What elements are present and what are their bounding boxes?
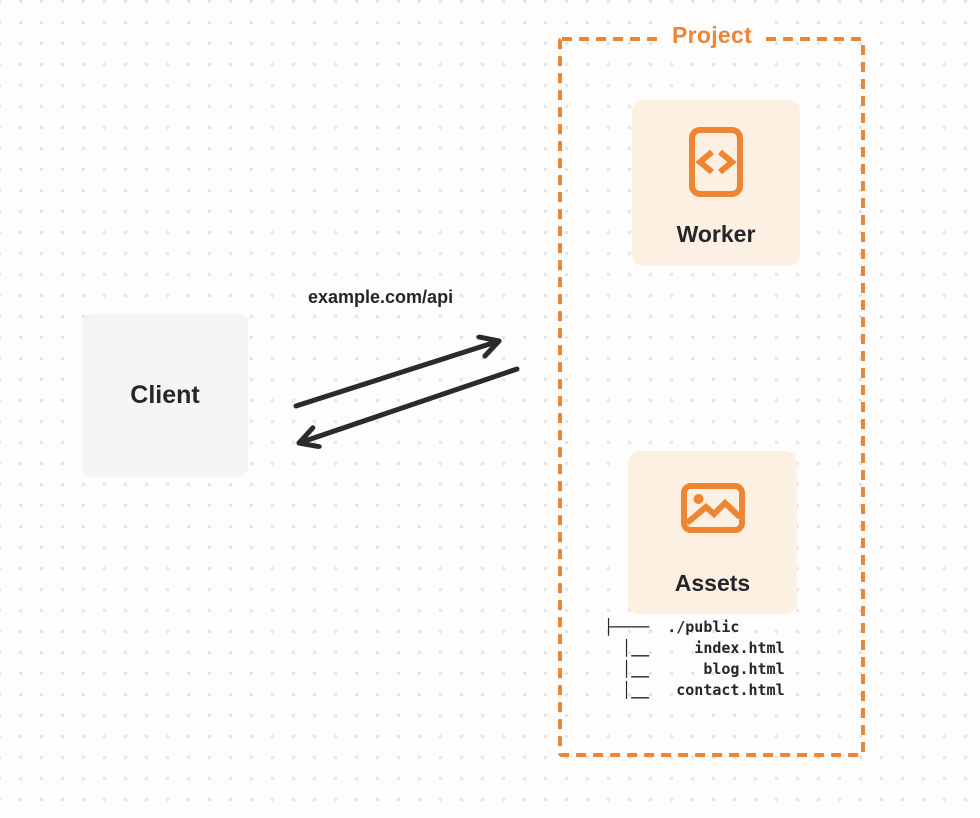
assets-file-tree: ├──── ./public │__ index.html │__ blog.h… xyxy=(604,618,785,699)
client-label: Client xyxy=(130,381,200,409)
code-file-icon xyxy=(689,127,743,197)
assets-label: Assets xyxy=(674,570,751,596)
request-url-label: example.com/api xyxy=(308,287,454,307)
response-arrow xyxy=(296,366,520,443)
image-icon xyxy=(680,483,745,533)
assets-node: Assets xyxy=(628,451,797,614)
worker-label: Worker xyxy=(676,221,756,247)
client-node: Client xyxy=(82,314,248,477)
request-arrow xyxy=(293,341,502,409)
worker-node: Worker xyxy=(632,100,800,266)
project-label: Project xyxy=(662,20,762,50)
